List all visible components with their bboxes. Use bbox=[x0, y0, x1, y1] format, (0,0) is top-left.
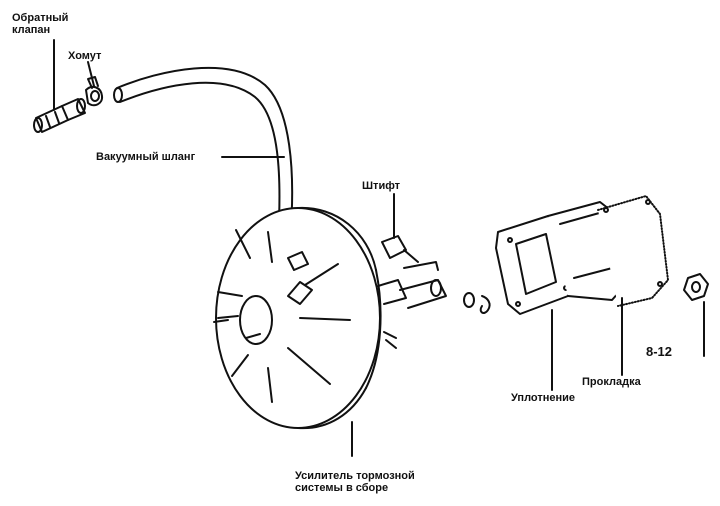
check-valve-label-2: клапан bbox=[12, 24, 51, 36]
clamp-label: Хомут bbox=[68, 50, 102, 62]
seal-label: Уплотнение bbox=[511, 392, 576, 404]
pin-label: Штифт bbox=[362, 180, 401, 192]
nut bbox=[683, 273, 709, 301]
brake-booster bbox=[213, 206, 447, 430]
check-valve bbox=[33, 98, 86, 133]
gasket-label: Прокладка bbox=[582, 376, 641, 388]
figure-number: 8-12 bbox=[646, 344, 673, 359]
gasket bbox=[597, 195, 669, 307]
vacuum-hose-label: Вакуумный шланг bbox=[96, 151, 196, 163]
booster-label-2: системы в сборе bbox=[295, 482, 389, 494]
washer-cotter bbox=[463, 292, 491, 314]
booster-label-1: Усилитель тормозной bbox=[295, 470, 415, 482]
hose-clamp bbox=[85, 76, 104, 107]
pin bbox=[381, 235, 419, 263]
check-valve-label-1: Обратный bbox=[12, 12, 69, 24]
